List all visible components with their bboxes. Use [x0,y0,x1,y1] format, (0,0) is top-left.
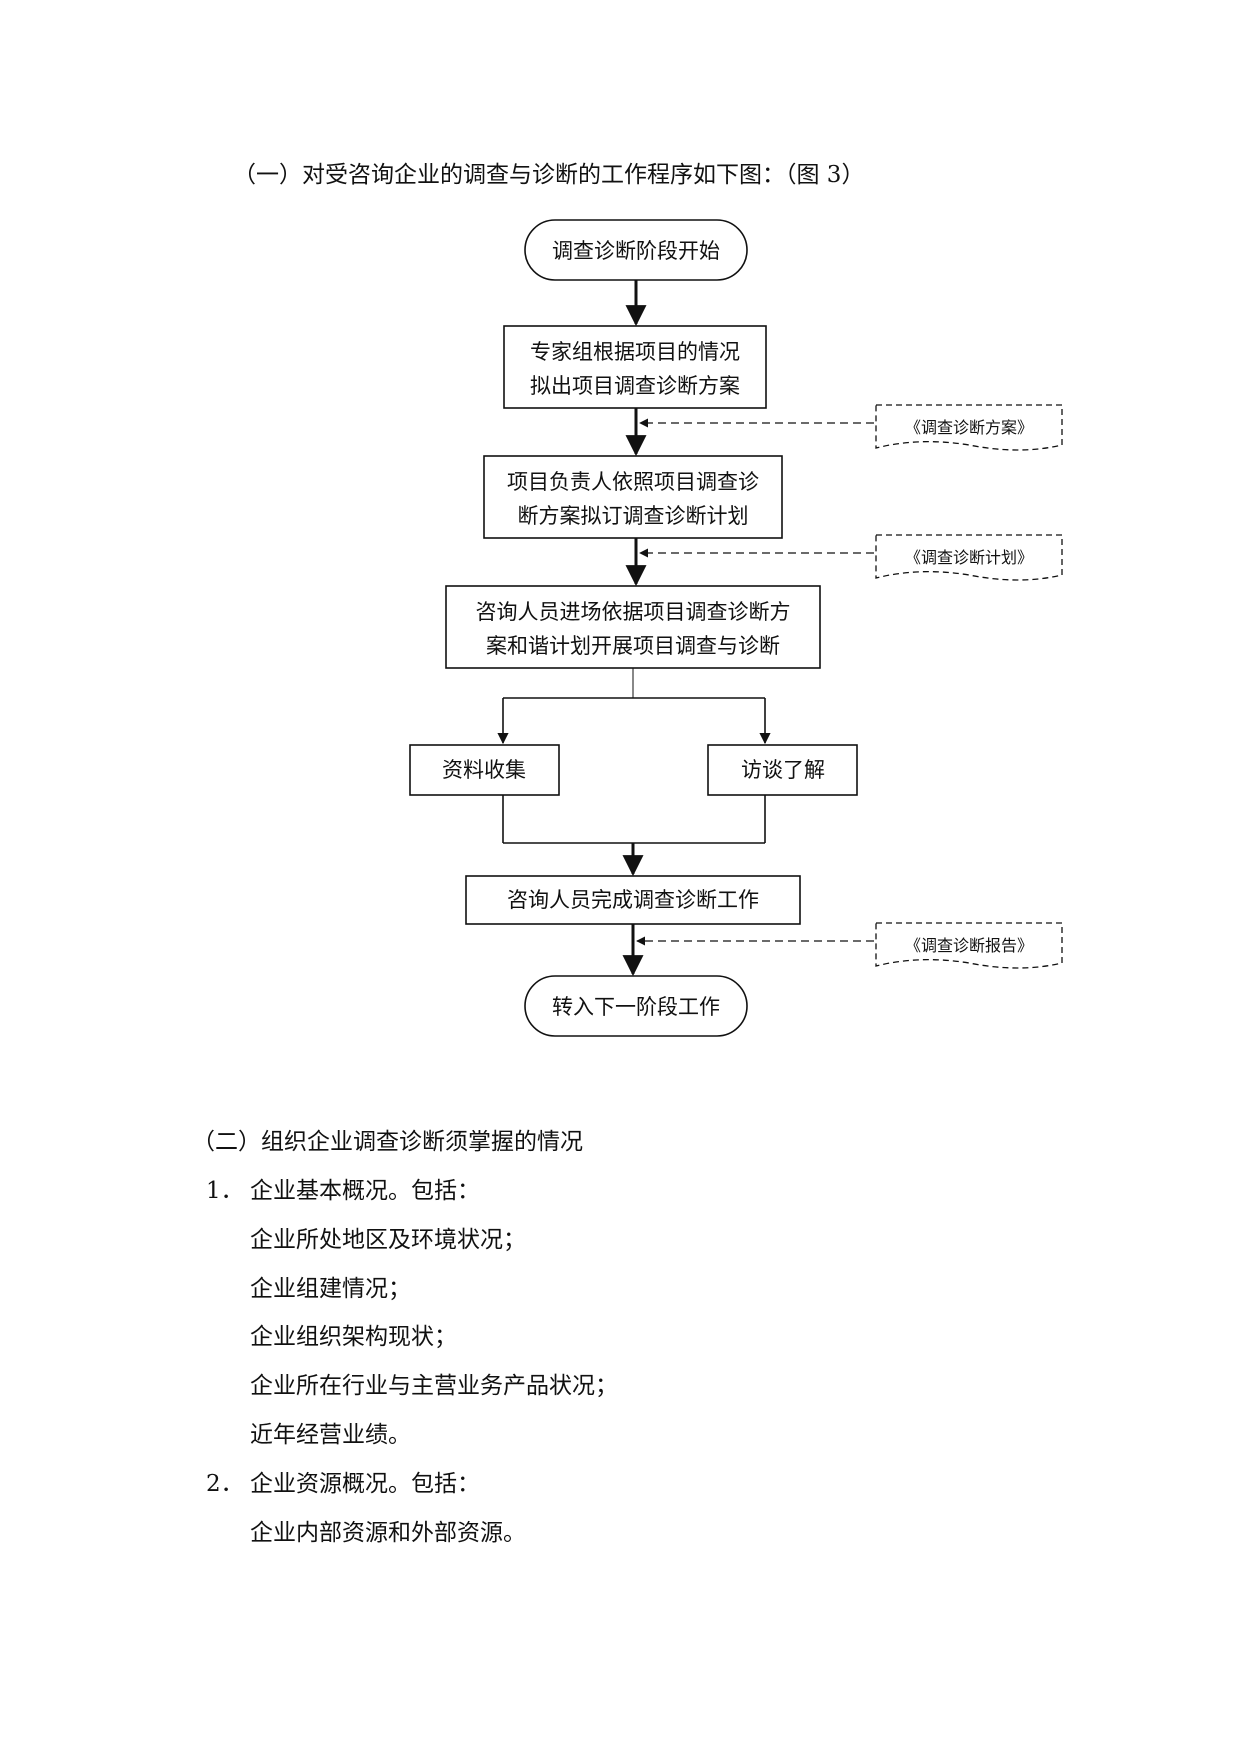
flow-branch-right-node: 访谈了解 [707,744,858,796]
section1-heading: （一）对受咨询企业的调查与诊断的工作程序如下图：（图 3） [233,162,865,188]
flow-step3-line1: 咨询人员进场依据项目调查诊断方 [476,600,791,624]
item1-line: 近年经营业绩。 [250,1422,411,1448]
flow-step1-line1: 专家组根据项目的情况 [530,340,740,364]
item2-line: 企业内部资源和外部资源。 [250,1520,526,1546]
flow-step3-node: 咨询人员进场依据项目调查诊断方 案和谐计划开展项目调查与诊断 [445,585,821,669]
flow-doc3: 《调查诊断报告》 [875,922,1063,969]
item1-line: 企业组织架构现状； [250,1324,457,1350]
flow-end-label: 转入下一阶段工作 [552,995,720,1019]
item2-title: 企业资源概况。包括： [250,1471,480,1497]
item1-line: 企业所在行业与主营业务产品状况； [250,1373,618,1399]
flow-step2-line1: 项目负责人依照项目调查诊 [507,470,759,494]
item2-number: 2． [206,1471,244,1497]
flowchart: 调查诊断阶段开始 专家组根据项目的情况 拟出项目调查诊断方案 《调查诊断方案》 … [409,219,1063,1037]
flow-start-label: 调查诊断阶段开始 [552,239,720,263]
flow-doc3-label: 《调查诊断报告》 [905,936,1033,955]
item1-number: 1． [206,1178,244,1204]
item1-line: 企业组建情况； [250,1276,411,1302]
flow-doc1: 《调查诊断方案》 [875,404,1063,451]
flow-step3-line2: 案和谐计划开展项目调查与诊断 [486,634,780,658]
section2-heading: （二）组织企业调查诊断须掌握的情况 [192,1129,583,1155]
item1-title: 企业基本概况。包括： [250,1178,480,1204]
flow-doc2: 《调查诊断计划》 [875,534,1063,581]
flow-branch-right-label: 访谈了解 [741,758,825,782]
flow-step2-line2: 断方案拟订调查诊断计划 [518,504,749,528]
item1-line: 企业所处地区及环境状况； [250,1227,526,1253]
flow-branch-left-node: 资料收集 [409,744,560,796]
flow-step2-node: 项目负责人依照项目调查诊 断方案拟订调查诊断计划 [483,455,783,539]
flow-end-node: 转入下一阶段工作 [524,975,748,1037]
flow-branch-left-label: 资料收集 [442,758,526,782]
flow-doc2-label: 《调查诊断计划》 [905,548,1033,567]
flow-step1-line2: 拟出项目调查诊断方案 [530,374,740,398]
flow-doc1-label: 《调查诊断方案》 [905,418,1033,437]
flow-step1-node: 专家组根据项目的情况 拟出项目调查诊断方案 [503,325,767,409]
flow-start-node: 调查诊断阶段开始 [524,219,748,281]
flow-step4-label: 咨询人员完成调查诊断工作 [507,888,759,912]
flow-step4-node: 咨询人员完成调查诊断工作 [465,875,801,925]
